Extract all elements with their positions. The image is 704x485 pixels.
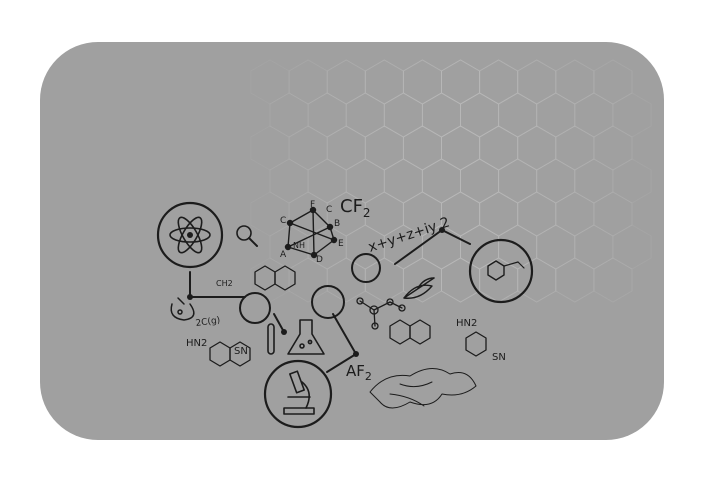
- grid-hexagon: [288, 59, 328, 105]
- grid-hexagon: [345, 92, 385, 138]
- ball-stick-icon: [356, 297, 406, 330]
- svg-text:C: C: [326, 205, 332, 215]
- svg-text:C: C: [280, 216, 286, 226]
- leaf-icon: [403, 277, 435, 299]
- ring-structure-center: [389, 319, 431, 345]
- grid-hexagon: [288, 125, 328, 171]
- grid-hexagon: [326, 59, 366, 105]
- connector-lines: [189, 229, 471, 373]
- grid-hexagon: [612, 158, 652, 204]
- grid-hexagon: [517, 125, 557, 171]
- svg-text:SN: SN: [492, 352, 506, 363]
- lab-glass-icon: [170, 297, 195, 321]
- grid-hexagon: [612, 224, 652, 270]
- grid-hexagon: [555, 125, 595, 171]
- grid-hexagon: [364, 59, 404, 105]
- grid-hexagon: [479, 59, 519, 105]
- grid-hexagon: [593, 257, 633, 303]
- ring-structure-top: [254, 265, 296, 291]
- grid-hexagon: [421, 158, 461, 204]
- grid-hexagon: [383, 158, 423, 204]
- svg-text:E: E: [338, 239, 344, 249]
- svg-text:B: B: [334, 219, 340, 229]
- grid-hexagon: [364, 125, 404, 171]
- svg-text:D: D: [316, 255, 323, 265]
- grid-hexagon: [574, 224, 614, 270]
- grid-hexagon: [479, 191, 519, 237]
- svg-text:2C(g): 2C(g): [195, 316, 221, 329]
- grid-hexagon: [517, 59, 557, 105]
- grid-hexagon: [479, 257, 519, 303]
- grid-hexagon: [441, 59, 481, 105]
- grid-hexagon: [555, 191, 595, 237]
- svg-text:HN2: HN2: [186, 338, 207, 349]
- grid-hexagon: [574, 92, 614, 138]
- grid-hexagon: [250, 257, 290, 303]
- grid-hexagon: [250, 191, 290, 237]
- svg-text:CF2: CF2: [340, 196, 371, 220]
- microscope-icon: [263, 359, 333, 429]
- grid-hexagon: [574, 158, 614, 204]
- grid-hexagon: [460, 158, 500, 204]
- test-tube-icon: [267, 323, 275, 355]
- grid-hexagon: [269, 92, 309, 138]
- empty-bubble-middle: [311, 285, 345, 319]
- grid-hexagon: [307, 92, 347, 138]
- grid-hexagon: [517, 191, 557, 237]
- empty-bubble-center: [351, 253, 381, 283]
- svg-text:NH: NH: [293, 241, 305, 250]
- grid-hexagon: [402, 59, 442, 105]
- svg-text:HN2: HN2: [456, 318, 477, 329]
- grid-hexagon: [250, 59, 290, 105]
- grid-hexagon: [250, 125, 290, 171]
- svg-text:AF2: AF2: [346, 362, 372, 383]
- ring-structure-right: [465, 331, 487, 357]
- grid-hexagon: [402, 125, 442, 171]
- flask-icon: [287, 319, 325, 355]
- equation-label: x+y+z+iy 2: [366, 214, 451, 255]
- grid-hexagon: [441, 257, 481, 303]
- grid-hexagon: [307, 158, 347, 204]
- grid-hexagon: [593, 125, 633, 171]
- empty-bubble-left: [239, 292, 271, 324]
- grid-hexagon: [536, 158, 576, 204]
- svg-text:CH2: CH2: [216, 279, 233, 288]
- science-doodle-canvas: CF2 AF2 x+y+z+iy 2 C F C B E D A HN2 SN …: [156, 59, 652, 429]
- grid-hexagon: [383, 92, 423, 138]
- svg-text:F: F: [310, 200, 315, 210]
- atom-icon: [156, 201, 224, 269]
- grid-hexagon: [498, 158, 538, 204]
- grid-hexagon: [326, 125, 366, 171]
- ring-structure-left: [209, 341, 251, 367]
- magnifier-icon: [236, 225, 258, 247]
- grid-hexagon: [555, 257, 595, 303]
- grid-hexagon: [517, 257, 557, 303]
- grid-hexagon: [269, 158, 309, 204]
- molecule-icon: [284, 206, 338, 259]
- svg-text:SN: SN: [234, 346, 248, 357]
- grid-hexagon: [441, 125, 481, 171]
- hexagon-grid: [250, 59, 652, 303]
- grid-hexagon: [460, 92, 500, 138]
- grid-hexagon: [498, 92, 538, 138]
- grid-hexagon: [555, 59, 595, 105]
- grid-hexagon: [593, 191, 633, 237]
- structure-icon: [468, 238, 534, 304]
- science-illustration-card: CF2 AF2 x+y+z+iy 2 C F C B E D A HN2 SN …: [40, 42, 664, 440]
- map-sketch: [369, 368, 477, 409]
- grid-hexagon: [536, 92, 576, 138]
- grid-hexagon: [479, 125, 519, 171]
- grid-hexagon: [612, 92, 652, 138]
- svg-text:A: A: [280, 250, 287, 260]
- grid-hexagon: [593, 59, 633, 105]
- grid-hexagon: [421, 92, 461, 138]
- grid-hexagon: [288, 257, 328, 303]
- grid-hexagon: [536, 224, 576, 270]
